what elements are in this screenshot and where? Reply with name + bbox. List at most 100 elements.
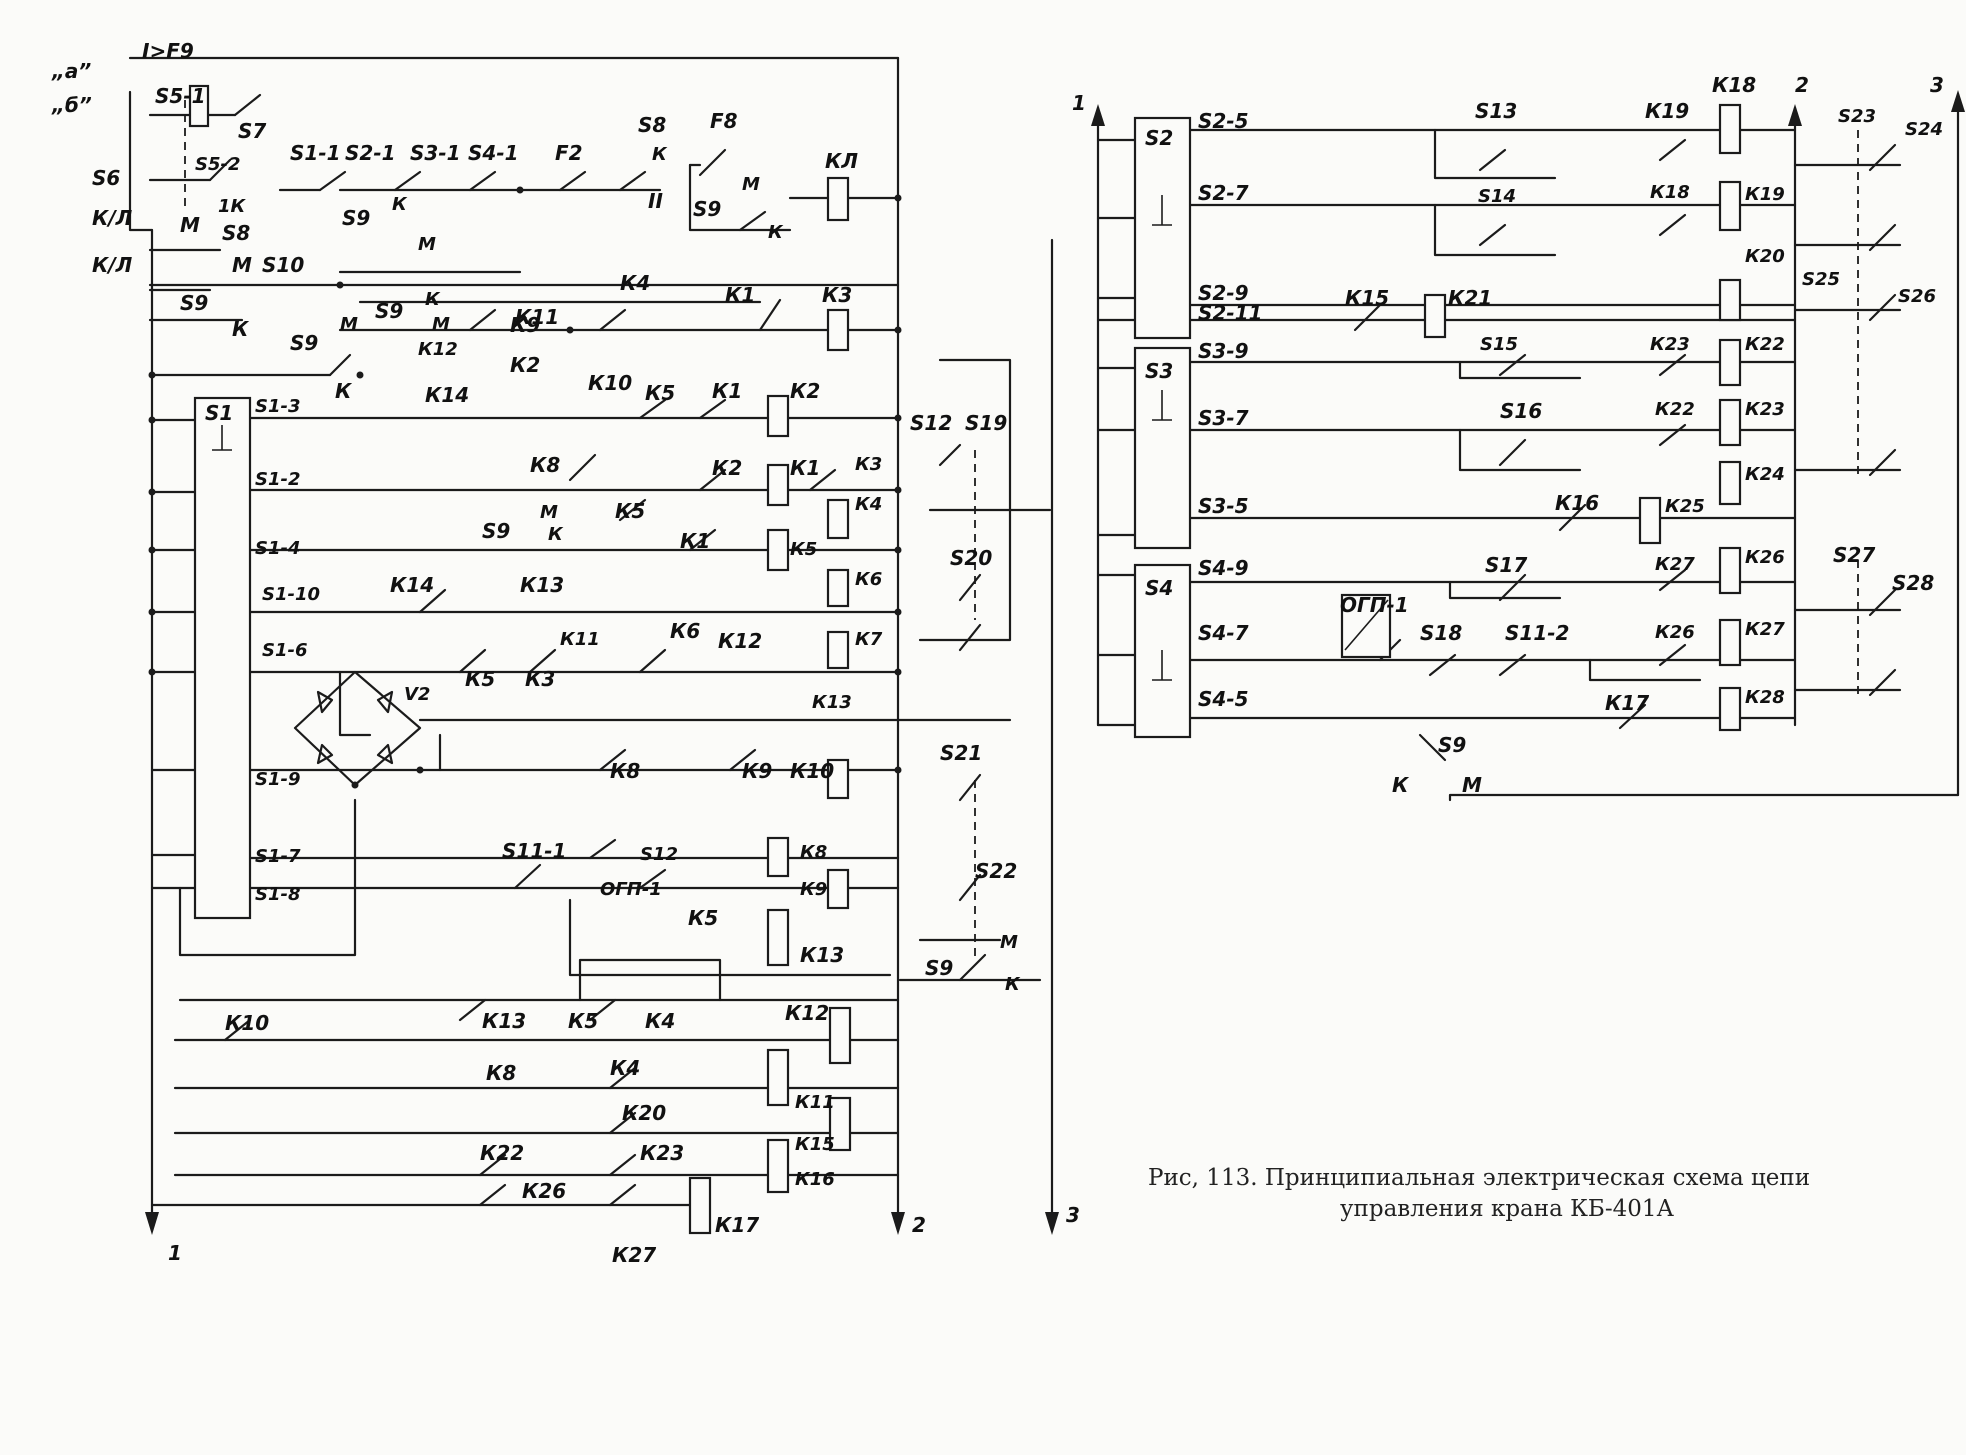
label-k16: К16 [795, 1169, 835, 1190]
label-s1-7: S1-7 [255, 846, 301, 867]
label-m-row3: М [340, 314, 358, 335]
label-k-bar-row3: К [335, 379, 353, 403]
right-diagram-wiring [1096, 106, 1960, 802]
label-k8-mid: К8 [530, 453, 560, 477]
label-s4-name: S4 [1145, 576, 1173, 600]
label-k15: К15 [795, 1134, 835, 1155]
label-s1-4: S1-4 [255, 538, 300, 559]
label-k18b: К18 [1650, 182, 1690, 203]
label-k28: К28 [1745, 687, 1785, 708]
label-k3-mid: К3 [855, 454, 882, 475]
label-s20: S20 [950, 546, 992, 570]
label-m-mid: М [540, 502, 558, 523]
label-k8-lower: К8 [610, 759, 640, 783]
label-k-right-diag: К [1392, 773, 1410, 797]
label-s15: S15 [1480, 334, 1518, 355]
left-contacts [208, 93, 987, 1207]
label-s2-11: S2-11 [1198, 301, 1262, 325]
label-k5c-mid: К5 [790, 539, 817, 560]
label-f2: F2 [555, 141, 583, 165]
right-rail-arrows [1091, 90, 1965, 126]
label-input-a: „а” [51, 59, 91, 83]
label-k26-right: К26 [1745, 547, 1785, 568]
label-k27-right: К27 [1655, 554, 1695, 575]
label-k26b-right: К26 [1655, 622, 1695, 643]
label-s3-9: S3-9 [1198, 339, 1249, 363]
label-k5-lower: К5 [688, 906, 718, 930]
figure-caption: Рис, 113. Принципиальная электрическая с… [1148, 1165, 1810, 1222]
label-k11-lower: К11 [795, 1092, 835, 1113]
label-k27b-right: К27 [1745, 619, 1785, 640]
label-k12-row3: К12 [418, 339, 458, 360]
label-s9-right-diag: S9 [1438, 733, 1466, 757]
label-k13b-mid: К13 [812, 692, 852, 713]
label-s11-1: S11-1 [502, 839, 566, 863]
label-k6-mid: К6 [855, 569, 882, 590]
label-k-row1: К [652, 144, 668, 165]
label-k-right: К [1005, 974, 1021, 995]
label-rail-1-left: 1 [168, 1241, 182, 1265]
label-s8-top: S8 [222, 221, 250, 245]
label-k-mid: К [548, 524, 564, 545]
label-k17: К17 [715, 1213, 759, 1237]
label-k12-lower: К12 [785, 1001, 829, 1025]
label-k22: К22 [480, 1141, 524, 1165]
label-s14: S14 [1478, 186, 1516, 207]
label-k-row2: К [392, 194, 408, 215]
label-s3-name: S3 [1145, 359, 1173, 383]
label-k13-mid: К13 [520, 573, 564, 597]
label-s9-mid: S9 [482, 519, 510, 543]
label-s19: S19 [965, 411, 1007, 435]
label-s17: S17 [1485, 553, 1527, 577]
label-k-row1-2: К [768, 222, 784, 243]
label-k20-right: К20 [1745, 246, 1785, 267]
label-k12-mid: К12 [718, 629, 762, 653]
label-k4-lower: К4 [645, 1009, 675, 1033]
label-s3-7: S3-7 [1198, 406, 1249, 430]
label-f8: F8 [710, 109, 738, 133]
caption-line-2: управления крана КБ-401А [1340, 1196, 1674, 1222]
label-s2-name: S2 [1145, 126, 1173, 150]
label-k13b-lower: К13 [482, 1009, 526, 1033]
label-1k: 1К [218, 196, 247, 217]
label-s4-5: S4-5 [1198, 687, 1249, 711]
label-s3-1: S3-1 [410, 141, 461, 165]
label-k8c-lower: К8 [486, 1061, 516, 1085]
label-m-right: М [1000, 932, 1018, 953]
label-k5b-mid: К5 [615, 499, 645, 523]
label-s27: S27 [1833, 543, 1875, 567]
label-kl-1: К/Л [92, 206, 133, 230]
label-k13-lower: К13 [800, 943, 844, 967]
label-s8-row1: S8 [638, 113, 666, 137]
label-k4-row3: К4 [620, 271, 650, 295]
label-m-top: М [180, 213, 200, 237]
label-k20: К20 [622, 1101, 666, 1125]
label-k7-mid: К7 [855, 629, 883, 650]
label-s9-right: S9 [925, 956, 953, 980]
label-k19b: К19 [1745, 184, 1785, 205]
label-k8b-lower: К8 [800, 842, 827, 863]
label-k5-mid: К5 [645, 381, 675, 405]
label-s10: S10 [262, 253, 304, 277]
label-s9-row3a: S9 [290, 331, 318, 355]
label-s4-7: S4-7 [1198, 621, 1249, 645]
label-s12-lower: S12 [640, 844, 678, 865]
label-k10b-lower: К10 [225, 1011, 269, 1035]
label-k2-row3: К2 [510, 353, 540, 377]
label-s1-name: S1 [205, 401, 233, 425]
label-k2-mid: К2 [790, 379, 820, 403]
label-s16: S16 [1500, 399, 1542, 423]
left-mechanical-links [184, 100, 976, 960]
label-k5b-lower: К5 [568, 1009, 598, 1033]
label-s9-row1: S9 [693, 197, 721, 221]
label-rail-2-left: 2 [912, 1213, 926, 1237]
label-s26: S26 [1898, 286, 1936, 307]
label-m-row3-2: М [432, 314, 450, 335]
label-s9-row2: S9 [342, 206, 370, 230]
label-s28: S28 [1892, 571, 1934, 595]
label-k1c-mid: К1 [680, 529, 710, 553]
label-m-row2: М [418, 234, 436, 255]
label-s23: S23 [1838, 106, 1876, 127]
label-input-b: „б” [51, 93, 92, 117]
